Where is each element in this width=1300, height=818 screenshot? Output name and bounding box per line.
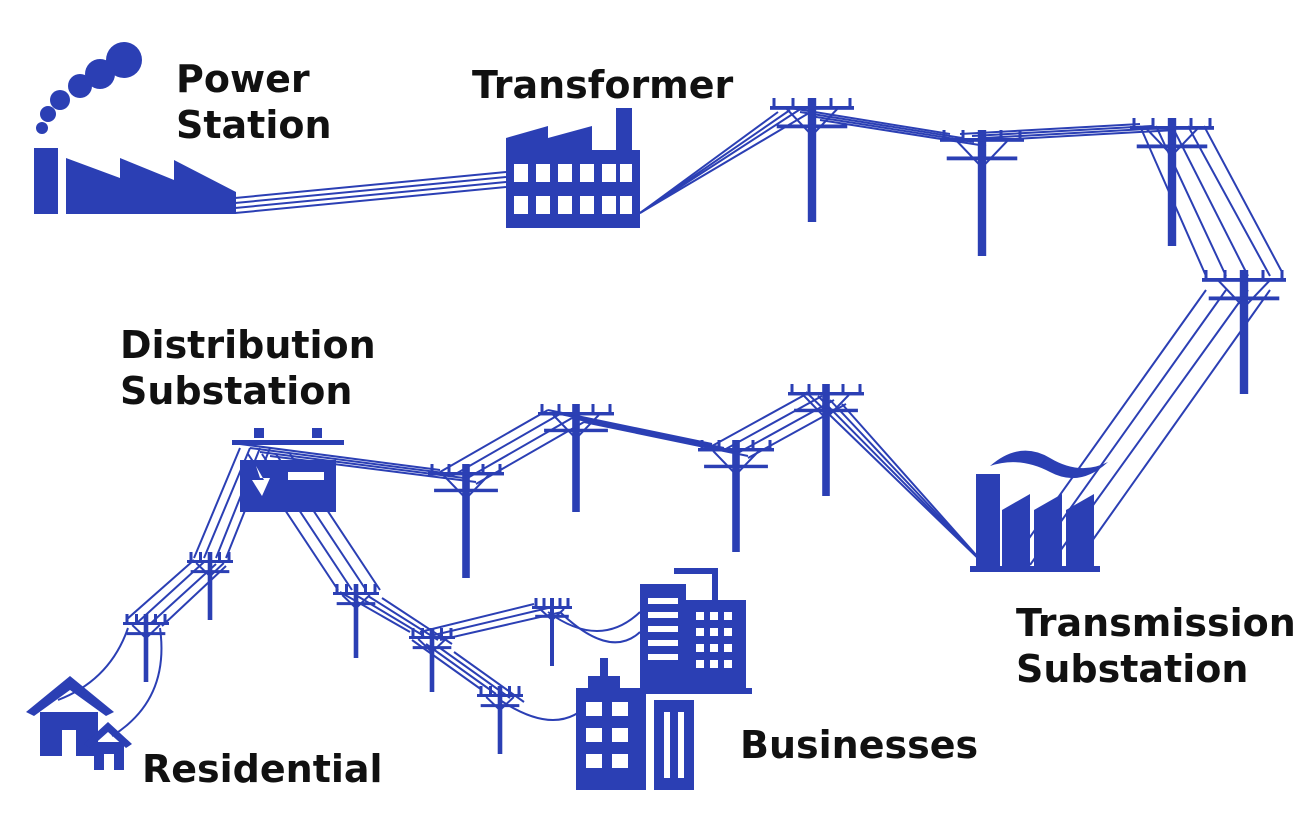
label-power-station: Power Station [176,56,332,148]
distribution-substation-icon [232,428,344,512]
wire-transformer-to-pole-1 [639,107,815,214]
label-transmission-line-2: Substation [1016,647,1249,691]
label-residential-text: Residential [142,747,383,791]
label-businesses: Businesses [740,722,978,768]
wire-distribution-to-residential [57,447,271,737]
pole-7 [428,464,504,578]
smoke-wave-icon [990,450,1108,479]
pole-bus-4 [532,598,572,666]
pole-2 [940,130,1024,256]
pole-res-2 [123,614,169,682]
wire-power-to-transformer [234,171,507,214]
utility-poles [123,98,1286,754]
pole-res-1 [187,552,233,620]
label-residential: Residential [142,746,383,792]
label-distribution-line-1: Distribution [120,323,376,367]
label-power-station-line-2: Station [176,103,332,147]
label-transmission-substation: Transmission Substation [1016,600,1296,692]
label-distribution-line-2: Substation [120,369,353,413]
transformer-icon [506,108,640,228]
label-distribution-substation: Distribution Substation [120,322,376,414]
label-power-station-line-1: Power [176,57,310,101]
pole-bus-2 [409,628,455,692]
pole-1 [770,98,854,222]
transmission-substation-icon [970,474,1100,572]
label-transformer: Transformer [472,62,733,108]
residential-houses-icon [26,676,132,770]
power-station-icon [34,42,236,214]
pole-4 [1202,270,1286,394]
pole-5 [698,440,774,552]
label-transformer-text: Transformer [472,63,734,107]
pole-8 [538,404,614,512]
wire-pole-3-to-pole-4 [1139,125,1283,277]
pole-6 [788,384,864,496]
label-businesses-text: Businesses [740,723,979,767]
wire-transmission-to-pole-6 [805,391,986,566]
label-transmission-line-1: Transmission [1016,601,1296,645]
pole-bus-3 [477,686,523,754]
pole-bus-1 [333,584,379,658]
pole-3 [1130,118,1214,246]
